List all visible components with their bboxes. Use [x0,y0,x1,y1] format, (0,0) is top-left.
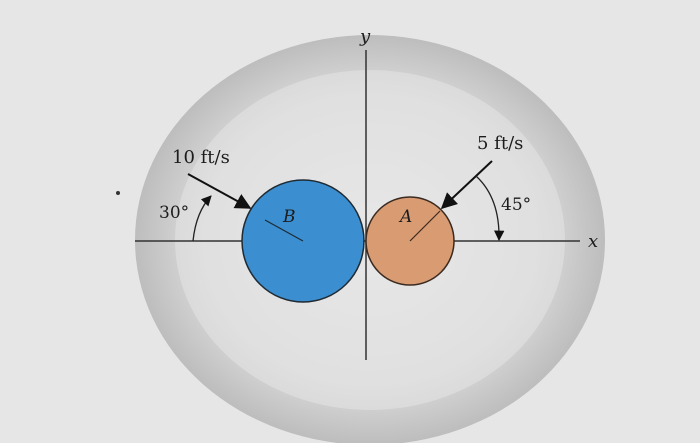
disk-b-velocity-label: 10 ft/s [172,147,230,168]
disk-a-velocity-label: 5 ft/s [477,133,523,154]
disk-a-label: A [398,207,412,227]
velocity-arrow-a [440,160,493,210]
stray-dot [116,191,120,195]
x-axis-label: x [588,231,598,252]
angle-arc-b [192,195,212,242]
disk-b-radius [264,219,304,242]
velocity-arrow-b [187,173,252,209]
angle-arc-a [475,175,505,242]
disk-a-angle-label: 45° [501,195,531,215]
disk-a-radius [409,210,441,242]
y-axis-label: y [359,26,371,47]
disk-b-label: B [282,207,296,227]
disk-b-angle-label: 30° [159,203,189,223]
